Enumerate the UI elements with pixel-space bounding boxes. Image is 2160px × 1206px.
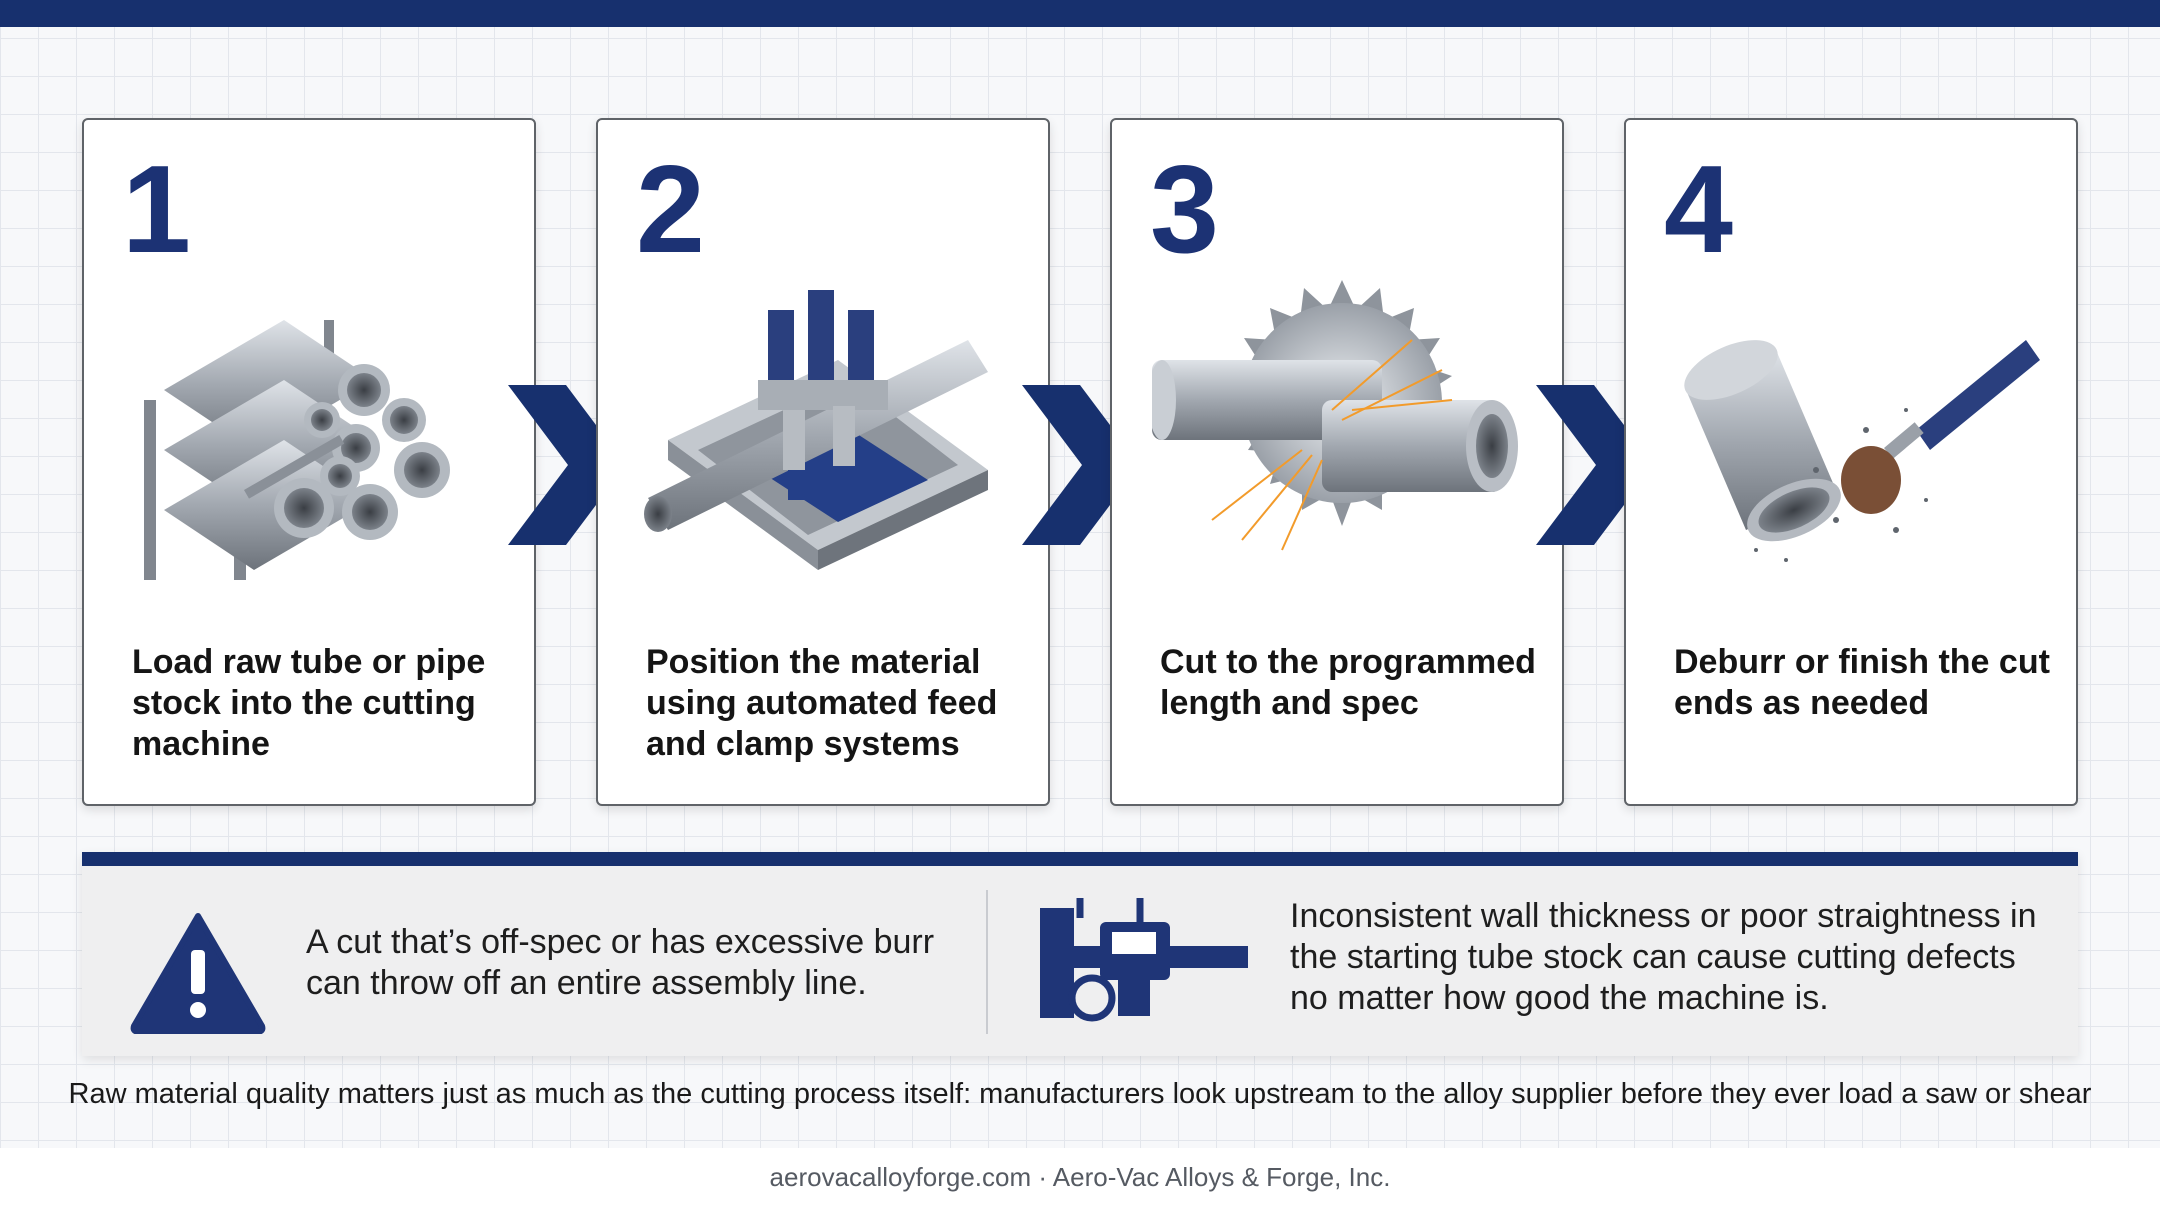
feed-clamp-icon xyxy=(644,290,988,570)
step-number: 4 xyxy=(1664,141,1733,279)
step-description: Cut to the programmed length and spec xyxy=(1160,643,1536,722)
step-number: 1 xyxy=(122,141,191,279)
tagline: Raw material quality matters just as muc… xyxy=(68,1078,2092,1110)
step-description: Deburr or finish the cut ends as needed xyxy=(1674,643,2050,722)
pipe-stack-icon xyxy=(144,320,450,580)
warning-triangle-icon xyxy=(130,913,266,1034)
saw-blade-icon xyxy=(1152,280,1518,551)
step-description: Position the material using automated fe… xyxy=(646,643,998,763)
deburr-tool-icon xyxy=(1684,340,2040,562)
quality-callout-band: A cut that’s off-spec or has excessive b… xyxy=(82,852,2078,1056)
step-number: 2 xyxy=(636,141,705,279)
step-card-3: 3 Cut to the programmed length and spec xyxy=(1110,118,1564,806)
stock-quality-text: Inconsistent wall thickness or poor stra… xyxy=(1290,897,2037,1017)
top-accent-bar xyxy=(0,0,2160,27)
step-card-1: 1 Load raw tube or pipe stock into the c… xyxy=(82,118,536,806)
caliper-icon xyxy=(1040,898,1248,1022)
step-card-4: 4 Deburr or finish the cut ends as neede… xyxy=(1624,118,2078,806)
step-description: Load raw tube or pipe stock into the cut… xyxy=(132,643,486,763)
footer: aerovacalloyforge.com · Aero-Vac Alloys … xyxy=(0,1148,2160,1206)
step-card-2: 2 Position the material using automated … xyxy=(596,118,1050,806)
step-number: 3 xyxy=(1150,141,1219,279)
callout-divider xyxy=(986,890,988,1034)
warning-callout-text: A cut that’s off-spec or has excessive b… xyxy=(306,923,935,1002)
